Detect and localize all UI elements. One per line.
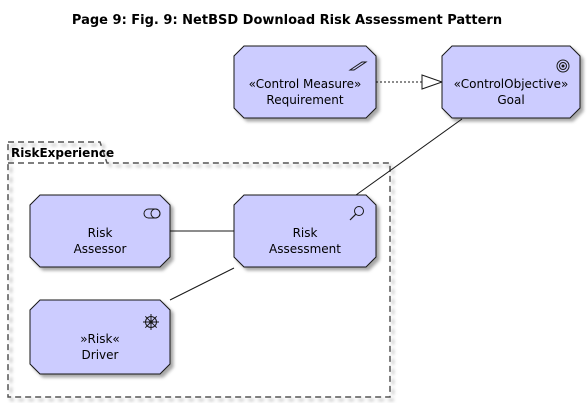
goal-stereotype: «ControlObjective»	[454, 77, 569, 91]
parallelogram-icon	[348, 61, 368, 71]
assessor-line1: Risk	[88, 226, 113, 240]
package-label: RiskExperience	[11, 146, 114, 160]
node-goal[interactable]: «ControlObjective» Goal	[441, 45, 581, 119]
connectors	[169, 74, 463, 301]
magnifier-icon	[349, 206, 364, 221]
assessment-line1: Risk	[293, 226, 318, 240]
goal-name: Goal	[497, 93, 524, 107]
requirement-name: Requirement	[266, 93, 343, 107]
node-risk-assessor[interactable]: Risk Assessor	[29, 194, 171, 268]
diagram-title: Page 9: Fig. 9: NetBSD Download Risk Ass…	[72, 13, 502, 28]
assessment-goal-connector	[355, 118, 463, 196]
driver-assessment-connector	[169, 267, 235, 301]
target-icon	[556, 59, 570, 73]
package-risk-experience: RiskExperience	[7, 141, 391, 398]
assessment-line2: Assessment	[269, 242, 341, 256]
assessor-line2: Assessor	[74, 242, 127, 256]
helm-wheel-icon	[143, 314, 159, 330]
requirement-stereotype: «Control Measure»	[249, 77, 362, 91]
node-risk-assessment[interactable]: Risk Assessment	[233, 194, 377, 268]
driver-stereotype: »Risk«	[80, 332, 120, 346]
node-requirement[interactable]: «Control Measure» Requirement	[233, 45, 377, 119]
realization-arrowhead	[421, 74, 444, 90]
toggle-icon	[143, 208, 161, 219]
driver-name: Driver	[82, 348, 119, 362]
node-risk-driver[interactable]: »Risk« Driver	[29, 299, 171, 375]
